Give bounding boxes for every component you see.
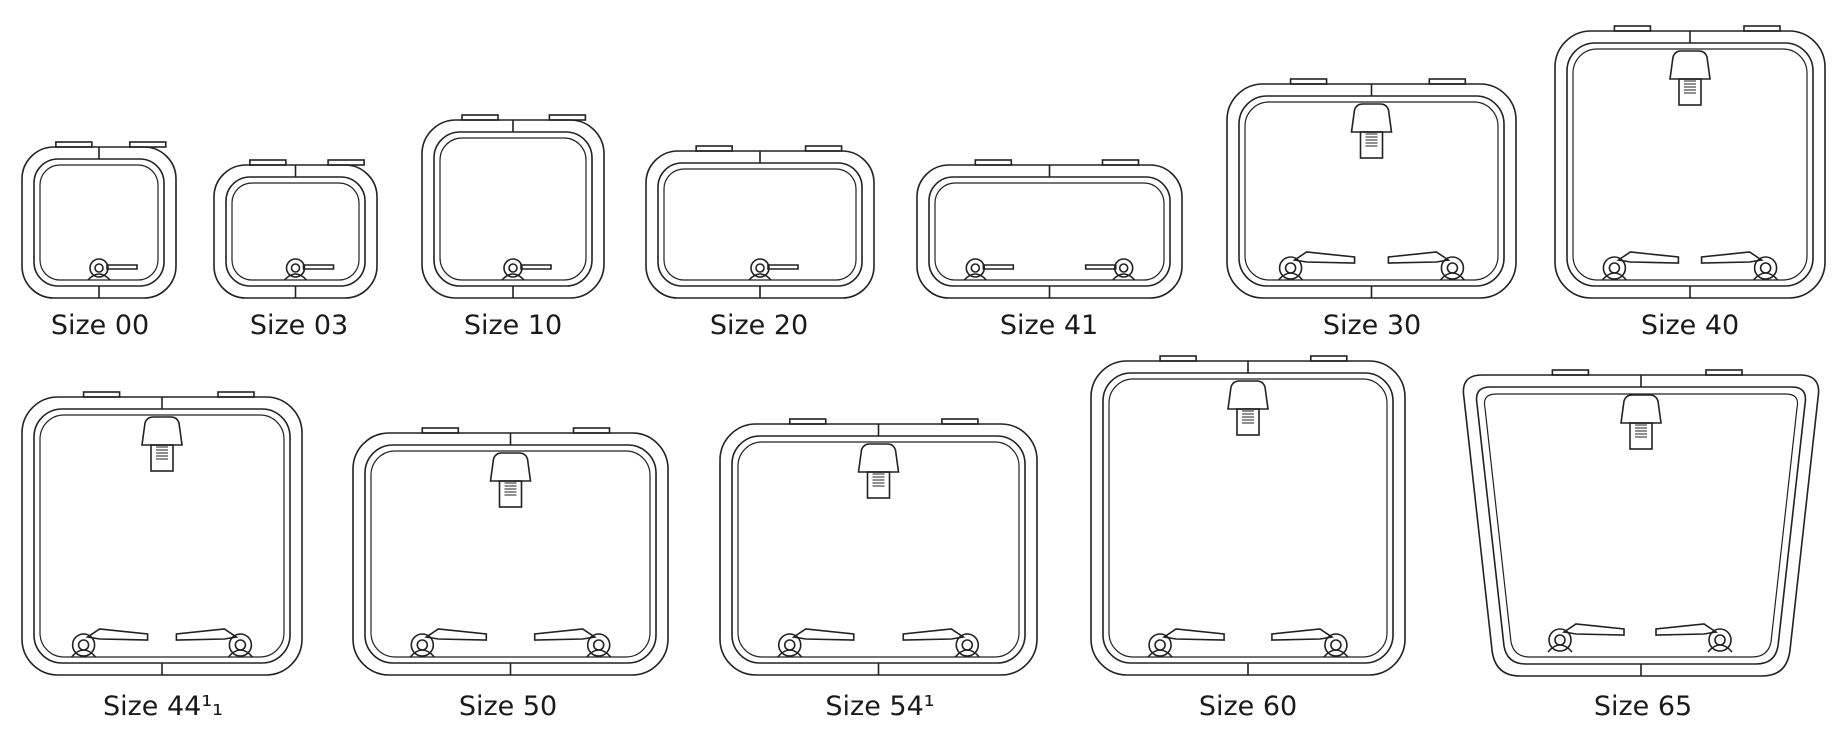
hatch-drawings (21, 25, 1826, 677)
hatch-label-60: Size 60 (1199, 691, 1297, 722)
hatch-20 (645, 145, 875, 299)
hatch-50 (352, 427, 669, 676)
hatch-label-40: Size 40 (1641, 310, 1739, 341)
hatch-44 (21, 391, 303, 676)
hatch-41 (916, 159, 1183, 299)
hatch-label-50: Size 50 (459, 691, 557, 722)
hatch-label-10: Size 10 (464, 310, 562, 341)
hatch-30 (1226, 78, 1517, 299)
hatch-label-65: Size 65 (1594, 691, 1692, 722)
hatch-label-03: Size 03 (250, 310, 348, 341)
hatch-labels: Size 00 Size 03 Size 10 Size 20 Size 41 … (51, 310, 1739, 722)
hatch-10 (421, 114, 605, 299)
hatch-label-00: Size 00 (51, 310, 149, 341)
hatch-00 (21, 141, 177, 299)
hatch-65 (1462, 369, 1820, 677)
hatch-60 (1090, 355, 1406, 676)
hatch-40 (1554, 25, 1826, 299)
hatch-label-20: Size 20 (710, 310, 808, 341)
hatch-label-41: Size 41 (1000, 310, 1098, 341)
hatch-label-44: Size 44¹₁ (103, 691, 223, 722)
hatch-label-54: Size 54¹ (825, 691, 934, 722)
hatch-label-30: Size 30 (1323, 310, 1421, 341)
hatch-03 (213, 159, 378, 299)
hatch-54 (719, 418, 1038, 676)
